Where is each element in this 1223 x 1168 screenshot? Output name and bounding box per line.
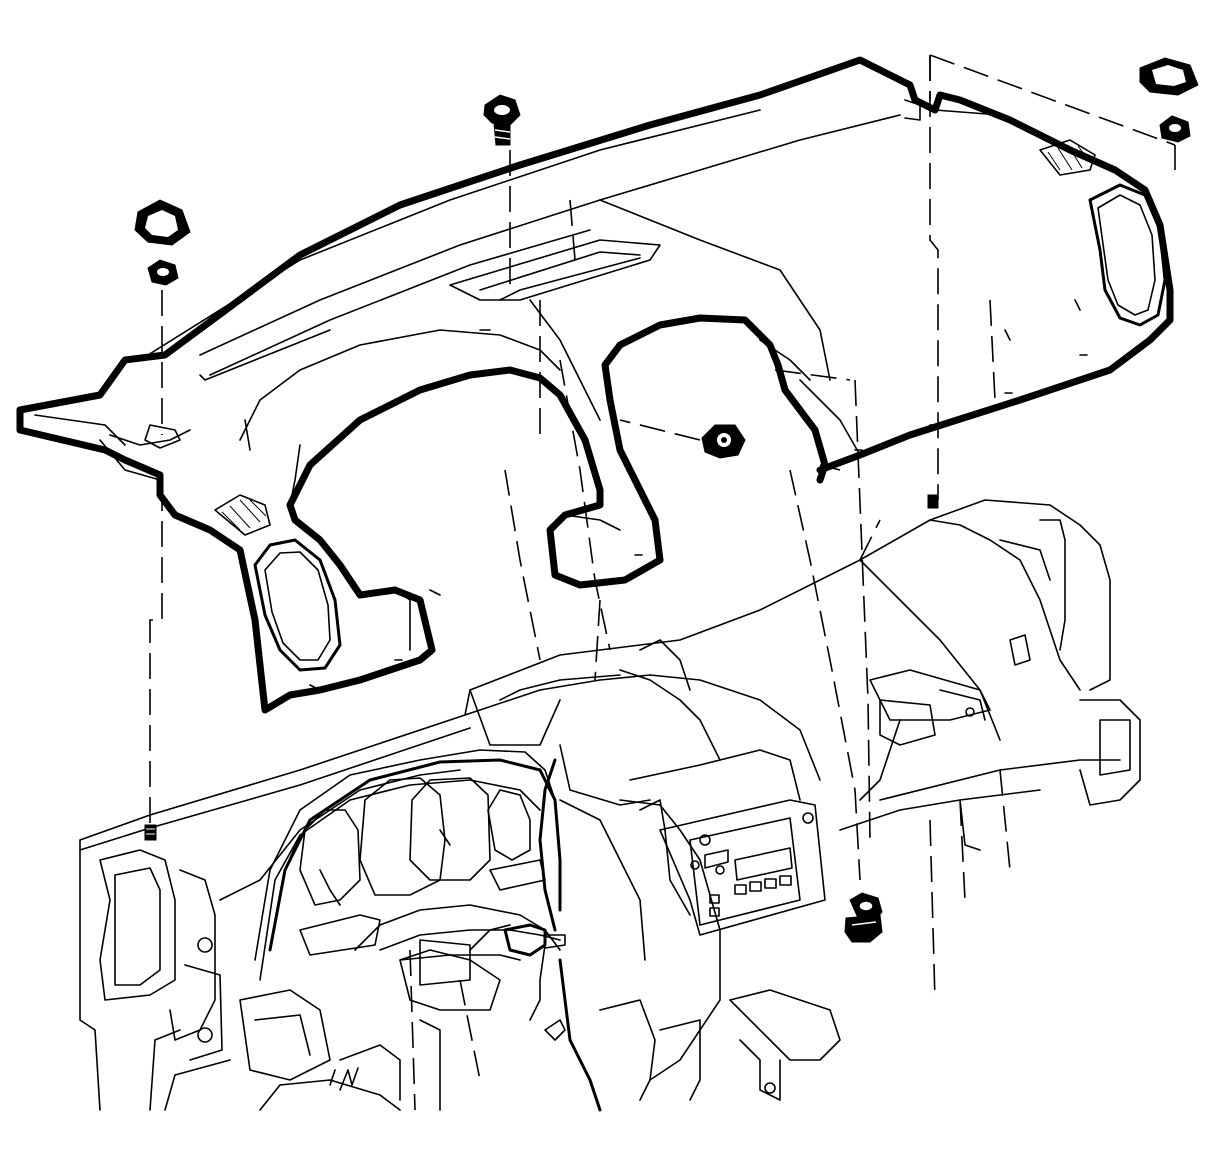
instrument-panel-carrier [79,499,1141,1111]
retainer-nut-right [1159,115,1191,143]
radio-receiver [629,749,826,936]
speaker-grille-right [1039,139,1167,327]
windshield-defroster-outlet [449,239,661,301]
retainer-nut-left [147,259,179,286]
fastener-center-lines [149,54,1176,1111]
steering-column [379,758,602,1112]
nut-center [701,424,746,459]
instrument-panel-upper-trim-pad [16,56,1174,714]
fastener-carrier-left [144,824,157,841]
retainer-clip-right [1139,57,1199,96]
bolt-lower-right [844,892,883,943]
fastener-carrier-right [927,494,939,509]
retainer-clip-left [134,199,191,246]
instrument-cluster [268,758,562,956]
speaker-grille-left [214,494,342,672]
bolt-center-top [483,94,521,146]
radio-preset-buttons [709,875,792,917]
